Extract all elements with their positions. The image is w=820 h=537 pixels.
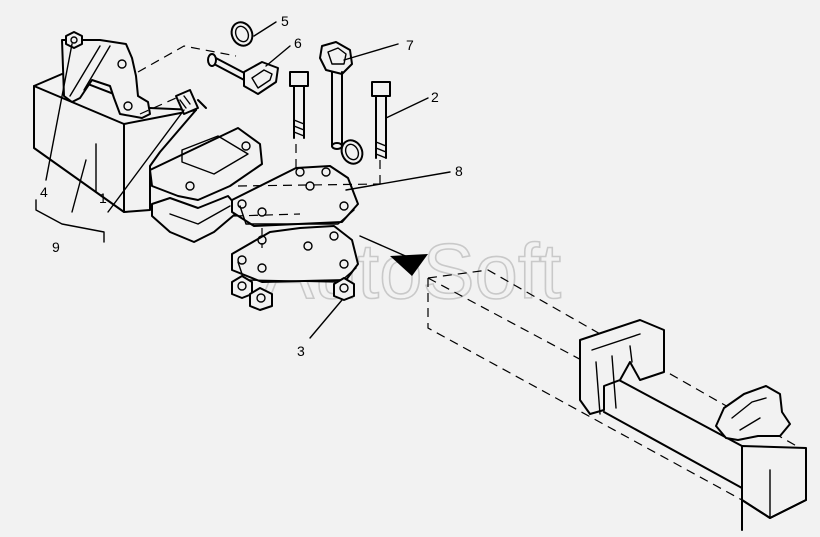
plate-8-upper [231, 165, 359, 227]
pin-6 [207, 53, 279, 95]
bracket-body [33, 73, 197, 213]
assembly-dashed-lines [137, 45, 381, 248]
bolt-2-left [289, 71, 309, 139]
callout-8: 8 [455, 163, 463, 179]
callout-1: 1 [99, 190, 107, 206]
callout-2: 2 [431, 89, 439, 105]
ring-5-upper [230, 21, 254, 47]
frame-beam-end [603, 371, 807, 531]
ring-5-lower [340, 139, 364, 165]
nut-4 [65, 31, 83, 49]
leader-lines [35, 21, 451, 339]
plate-8-lower [231, 225, 359, 283]
beam-bracket-right [715, 385, 791, 441]
mount-plate-upper [149, 127, 263, 201]
beam-bracket-middle [579, 319, 665, 415]
callout-7: 7 [406, 37, 414, 53]
callout-4: 4 [40, 184, 48, 200]
bolt-1 [175, 89, 207, 115]
nut-3-right [333, 277, 355, 301]
callout-5: 5 [281, 13, 289, 29]
bolt-2-right [371, 81, 391, 159]
direction-arrow [359, 235, 428, 276]
mount-plate-lower [151, 195, 241, 243]
callout-9: 9 [52, 239, 60, 255]
callout-6: 6 [294, 35, 302, 51]
pin-7 [319, 41, 353, 150]
callout-3: 3 [297, 343, 305, 359]
nut-3-middle [249, 287, 273, 311]
ear-plate [61, 39, 151, 119]
